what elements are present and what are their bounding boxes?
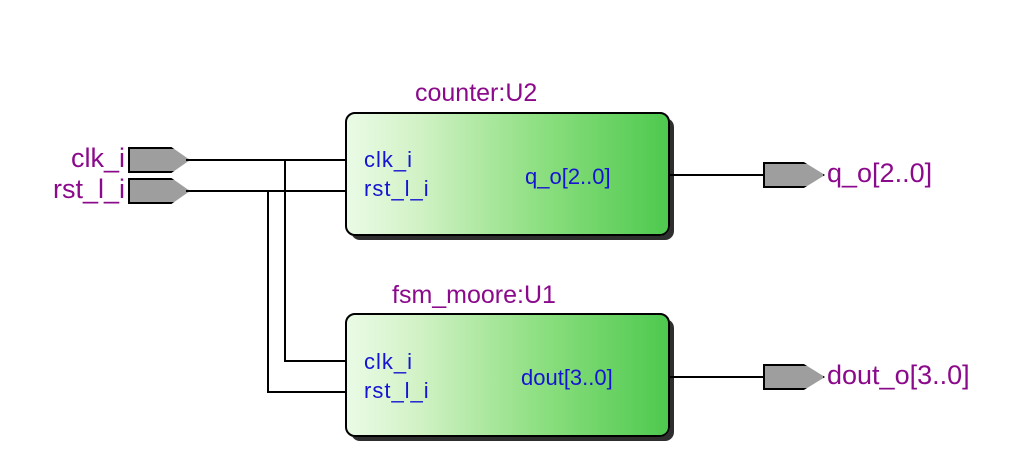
output-label-dout-o: dout_o[3..0] xyxy=(827,360,970,390)
fsm-output-dout: dout[3..0] xyxy=(521,365,613,390)
wire-rst-to-fsm xyxy=(267,391,345,393)
fsm-input-clk-i: clk_i xyxy=(364,349,414,374)
wire-rst-to-counter xyxy=(186,190,345,192)
block-title-fsm-moore-u1: fsm_moore:U1 xyxy=(392,281,556,309)
output-port-dout-o-symbol[interactable] xyxy=(763,364,825,390)
wire-clk-to-fsm xyxy=(284,360,345,362)
input-port-clk-i-symbol[interactable] xyxy=(128,147,190,173)
input-label-clk-i: clk_i xyxy=(70,143,125,173)
counter-input-rst-l-i: rst_l_i xyxy=(364,176,430,201)
counter-output-q-o: q_o[2..0] xyxy=(525,164,611,189)
input-label-rst-l-i: rst_l_i xyxy=(52,174,125,204)
output-port-q-o-symbol[interactable] xyxy=(763,162,825,188)
wire-clk-branch-vertical xyxy=(284,159,286,361)
output-label-q-o: q_o[2..0] xyxy=(827,158,933,188)
block-counter-u2[interactable]: clk_i rst_l_i q_o[2..0] xyxy=(345,112,670,236)
block-title-counter-u2: counter:U2 xyxy=(415,79,538,107)
wire-counter-q-out xyxy=(668,174,764,176)
wire-fsm-dout-out xyxy=(668,376,764,378)
wire-clk-to-counter xyxy=(186,159,345,161)
counter-input-clk-i: clk_i xyxy=(364,147,414,172)
fsm-input-rst-l-i: rst_l_i xyxy=(364,378,430,403)
input-port-rst-l-i-symbol[interactable] xyxy=(128,178,190,204)
block-fsm-moore-u1[interactable]: clk_i rst_l_i dout[3..0] xyxy=(345,313,670,437)
wire-rst-branch-vertical xyxy=(267,190,269,392)
